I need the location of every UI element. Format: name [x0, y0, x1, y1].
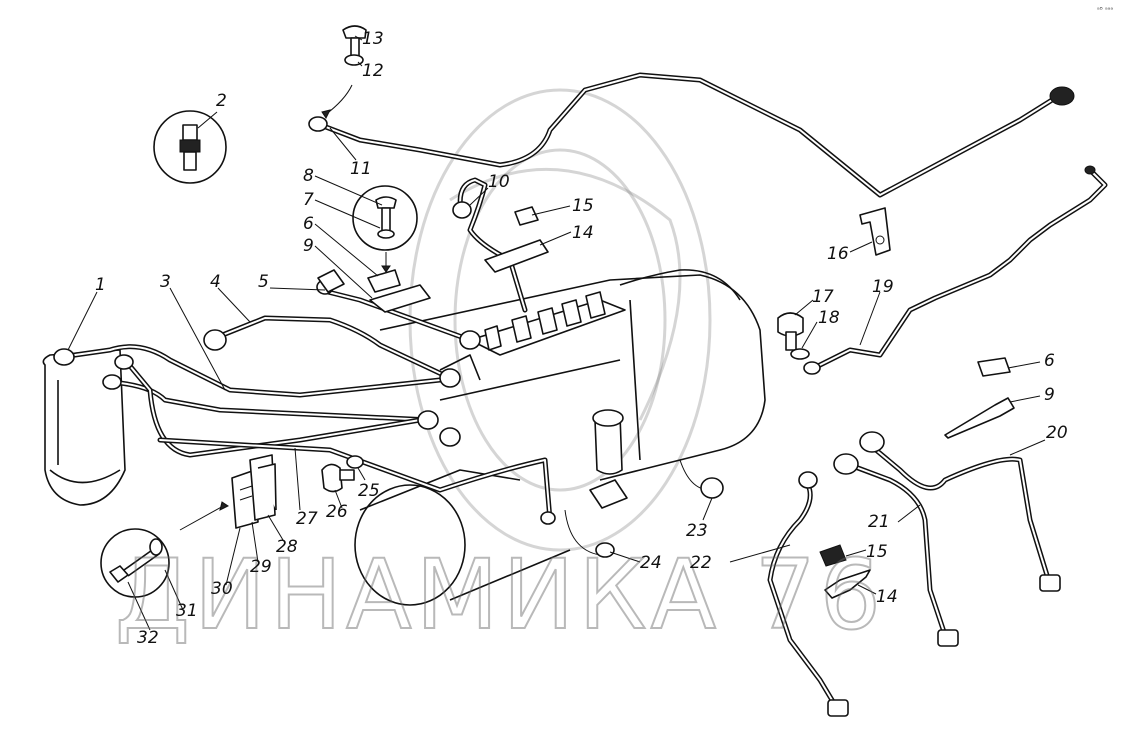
callout-32: 32	[137, 628, 159, 648]
callout-12: 12	[362, 61, 384, 81]
callout-14: 14	[572, 223, 594, 243]
callout-11: 11	[350, 159, 372, 179]
callout-30: 30	[211, 579, 233, 599]
callout-2: 2	[216, 91, 227, 111]
callout-4: 4	[210, 272, 221, 292]
callout-26: 26	[326, 502, 348, 522]
callout-15: 15	[572, 196, 594, 216]
callout-8: 8	[303, 166, 314, 186]
pump-outlet-row	[484, 291, 606, 351]
callout-5: 5	[258, 272, 269, 292]
callout-6-right: 6	[1044, 351, 1055, 371]
callout-28: 28	[276, 537, 298, 557]
watermark-text: ДИНАМИКА 76	[115, 539, 885, 651]
fuel-filter-housing	[42, 349, 126, 506]
callout-24: 24	[640, 553, 662, 573]
callout-18: 18	[818, 308, 840, 328]
callout-10: 10	[488, 172, 510, 192]
callout-7: 7	[303, 190, 314, 210]
callout-3: 3	[160, 272, 171, 292]
leader-lines	[67, 35, 1046, 631]
callout-9-right: 9	[1044, 385, 1055, 405]
callout-29: 29	[250, 557, 272, 577]
callout-6: 6	[303, 214, 314, 234]
callout-16: 16	[827, 244, 849, 264]
callout-25: 25	[358, 481, 380, 501]
callout-1: 1	[95, 275, 106, 295]
callout-15-lower: 15	[866, 542, 888, 562]
callout-14-lower: 14	[876, 587, 898, 607]
callout-31: 31	[176, 601, 198, 621]
callout-9: 9	[303, 236, 314, 256]
callout-13: 13	[362, 29, 384, 49]
callout-23: 23	[686, 521, 708, 541]
corner-mark: ᵃᴮ ᵃᵃᵃ	[1097, 6, 1113, 14]
callout-21: 21	[868, 512, 890, 532]
callout-20: 20	[1046, 423, 1068, 443]
callout-labels: 1 2 3 4 5 6 7 8 9 10 11 12 13 14 15 16 1…	[95, 29, 1068, 648]
callout-19: 19	[872, 277, 894, 297]
callout-27: 27	[296, 509, 318, 529]
fastener-parts	[100, 25, 1015, 599]
callout-17: 17	[812, 287, 834, 307]
callout-22: 22	[690, 553, 712, 573]
high-pressure-tubes	[72, 72, 1108, 708]
injection-pump	[354, 269, 766, 606]
